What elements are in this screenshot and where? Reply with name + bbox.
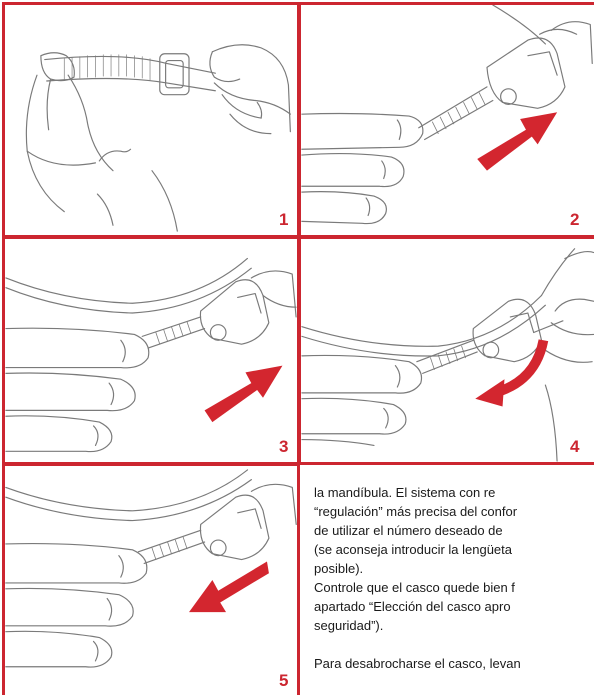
buckle-open-illustration <box>5 469 297 668</box>
text-line: seguridad”). <box>314 618 384 633</box>
buckle-tighten-illustration <box>5 257 297 453</box>
text-line: apartado “Elección del casco apro <box>314 599 511 614</box>
text-line: posible). <box>314 561 364 576</box>
panel-number: 3 <box>279 437 289 456</box>
paragraph-gap <box>314 635 594 654</box>
instruction-panel-3: 3 <box>2 236 300 465</box>
text-line: Para desabrocharse el casco, levan <box>314 656 521 671</box>
instruction-panel-5: 5 <box>2 463 300 695</box>
strap-buckle-illustration <box>25 44 291 232</box>
instructions-text: la mandíbula. El sistema con re “regulac… <box>314 483 594 673</box>
instruction-panel-2: 2 <box>298 2 594 238</box>
buckle-insert-illustration <box>301 5 593 225</box>
direction-arrow-icon <box>204 365 283 423</box>
text-line: Controle que el casco quede bien f <box>314 580 515 595</box>
panel-number: 1 <box>279 210 289 229</box>
buckle-release-illustration <box>301 248 594 462</box>
panel-number: 2 <box>570 210 580 229</box>
text-line: de utilizar el número deseado de <box>314 523 503 538</box>
instruction-panel-1: 1 <box>2 2 300 238</box>
text-line: (se aconseja introducir la lengüeta <box>314 542 513 557</box>
panel-number: 4 <box>570 437 580 456</box>
text-line: “regulación” más precisa del confor <box>314 504 518 519</box>
panel-number: 5 <box>279 671 289 690</box>
direction-arrow-icon <box>189 561 269 613</box>
text-line: la mandíbula. El sistema con re <box>314 485 496 500</box>
direction-arrow-icon <box>477 112 558 171</box>
instruction-panel-4: 4 <box>298 236 594 465</box>
